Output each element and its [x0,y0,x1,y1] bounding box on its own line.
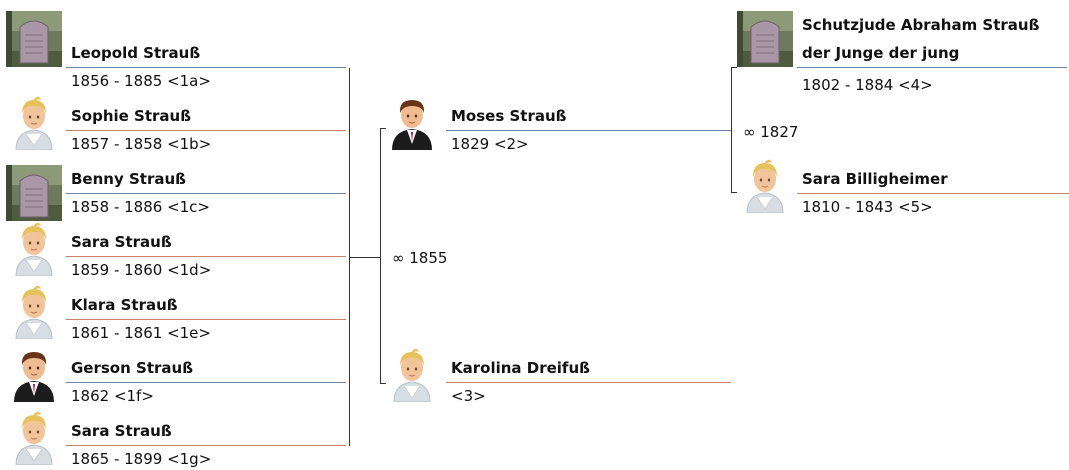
person-dates: 1856 - 1885 <1a> [71,72,211,90]
person-dates: 1802 - 1884 <4> [802,76,933,94]
female-avatar-icon [737,157,793,213]
person-name-line1: Schutzjude Abraham Strauß [802,16,1040,34]
female-avatar-icon [384,346,440,402]
person-dates: 1859 - 1860 <1d> [71,261,212,279]
parents-marriage-label: ∞ 1855 [392,249,448,267]
mother-connector-tick [380,383,386,384]
grandparents-connector-vertical [731,67,732,193]
female-avatar-icon [6,220,62,276]
female-avatar-icon [6,94,62,150]
person-name[interactable]: Moses Strauß [446,102,731,131]
male-avatar-icon [384,94,440,150]
person-name[interactable]: Karolina Dreifuß [446,354,731,383]
person-name[interactable]: Sophie Strauß [66,102,346,131]
person-name[interactable]: Klara Strauß [66,291,346,320]
person-dates: 1862 <1f> [71,387,154,405]
person-name[interactable]: Sara Strauß [66,417,346,446]
person-name[interactable]: Sara Strauß [66,228,346,257]
person-dates: 1829 <2> [451,135,529,153]
father-connector-tick [380,128,386,129]
person-name[interactable]: Gerson Strauß [66,354,346,383]
grandfather-connector-tick [731,67,737,68]
person-dates: <3> [451,387,486,405]
parents-connector-vertical [380,128,381,384]
gravestone-photo-icon [737,11,793,67]
person-name[interactable]: Sara Billigheimer [797,165,1069,194]
person-name[interactable]: Schutzjude Abraham Strauß der Junge der … [797,11,1067,68]
person-name[interactable]: Leopold Strauß [66,39,346,68]
person-dates: 1810 - 1843 <5> [802,198,933,216]
female-avatar-icon [6,283,62,339]
gravestone-photo-icon [6,11,62,67]
person-dates: 1861 - 1861 <1e> [71,324,211,342]
person-dates: 1858 - 1886 <1c> [71,198,210,216]
person-name[interactable]: Benny Strauß [66,165,346,194]
person-dates: 1857 - 1858 <1b> [71,135,212,153]
male-avatar-icon [6,346,62,402]
grandparents-marriage-label: ∞ 1827 [743,123,799,141]
person-dates: 1865 - 1899 <1g> [71,450,212,468]
grandmother-connector-tick [731,192,737,193]
female-avatar-icon [6,409,62,465]
gravestone-photo-icon [6,165,62,221]
person-name-line2: der Junge der jung [802,44,960,62]
children-connector-horizontal [349,257,381,258]
